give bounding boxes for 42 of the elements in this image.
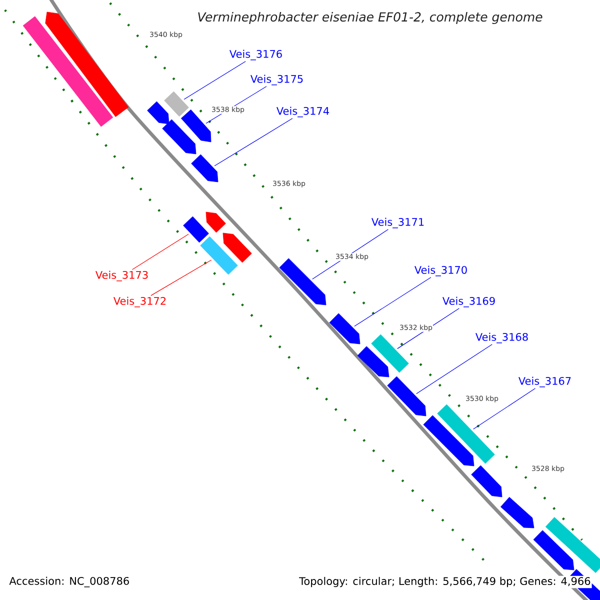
gene-label: Veis_3176	[229, 50, 282, 60]
gene-label: Veis_3172	[113, 296, 166, 308]
gene-label: Veis_3168	[476, 332, 528, 344]
info-text: Topology: circular; Length: 5,566,749 bp; Genes: 4,966	[298, 576, 592, 588]
gene-block	[471, 465, 502, 498]
gene-block	[162, 119, 196, 154]
gene-block	[147, 101, 170, 124]
gene-block	[329, 313, 360, 344]
leader-line	[214, 118, 293, 166]
gene-block	[180, 109, 212, 142]
leader-line	[416, 344, 492, 394]
gene-label: Veis_3173	[95, 270, 148, 282]
gene-block	[191, 154, 218, 182]
gene-block	[279, 258, 326, 306]
gene-label: Veis_3169	[442, 296, 495, 308]
leader-line	[184, 61, 246, 100]
gene-block	[371, 334, 409, 373]
leader-line	[150, 260, 212, 296]
title: Verminephrobacter eiseniae EF01-2, complete genome	[198, 12, 542, 24]
info-text: Accession: NC_008786	[8, 576, 131, 588]
gene-block	[533, 530, 574, 570]
gene-block	[164, 91, 189, 117]
gene-block	[545, 517, 600, 573]
gene-label: Veis_3171	[372, 218, 424, 228]
gene-block	[357, 346, 390, 378]
gene-block	[500, 496, 534, 528]
gene-label: Veis_3170	[414, 266, 467, 276]
gene-label: Veis_3175	[250, 74, 303, 86]
gene-block	[423, 415, 474, 466]
gene-block	[206, 212, 226, 233]
gene-block	[437, 404, 495, 464]
leader-line	[354, 277, 432, 327]
leader-line	[132, 234, 189, 270]
gene-block	[200, 236, 238, 275]
gene-block	[183, 216, 209, 243]
gene-block	[45, 12, 129, 117]
gene-block	[222, 232, 252, 263]
leader-line	[473, 388, 536, 430]
gene-block	[387, 376, 426, 416]
gene-label: Veis_3174	[276, 106, 329, 118]
gene-block	[22, 16, 114, 127]
gene-label: Veis_3167	[518, 376, 571, 388]
